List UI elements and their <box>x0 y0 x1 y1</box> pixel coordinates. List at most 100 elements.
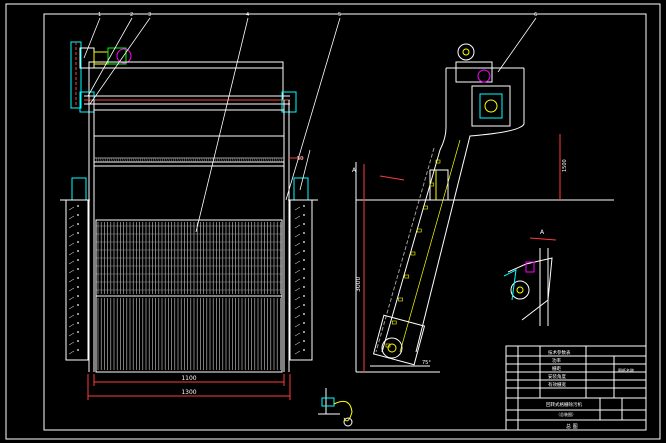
concrete-hatch <box>294 287 301 292</box>
rake-tooth <box>113 157 115 163</box>
rake-tooth <box>260 157 263 163</box>
rake-tooth <box>119 157 122 163</box>
rake-tooth <box>245 157 247 163</box>
concrete-hatch <box>77 313 79 315</box>
rake-tooth <box>256 157 258 163</box>
concrete-hatch <box>77 223 79 225</box>
concrete-hatch <box>77 340 79 342</box>
rake-tooth <box>161 157 164 163</box>
balloon-5: 5 <box>338 12 341 18</box>
rake-tooth <box>139 157 142 163</box>
chain-link <box>423 205 428 210</box>
side-view: 3000 1500 A 75° 6 <box>352 12 614 373</box>
concrete-hatch <box>77 259 79 261</box>
concrete-hatch <box>77 205 79 207</box>
concrete-hatch <box>294 296 301 301</box>
rake-tooth <box>216 157 219 163</box>
concrete-hatch <box>68 350 75 355</box>
rake-tooth <box>97 157 100 163</box>
chain-link <box>398 297 403 302</box>
bar-screen-grating <box>95 157 283 370</box>
rake-tooth <box>225 157 228 163</box>
rake-tooth <box>238 157 241 163</box>
concrete-hatch <box>294 242 301 247</box>
chain-markers <box>385 159 441 348</box>
rake-tooth <box>203 157 206 163</box>
concrete-hatch <box>294 341 301 346</box>
concrete-hatch <box>303 250 305 252</box>
rake-tooth <box>190 157 192 163</box>
concrete-hatch <box>303 223 305 225</box>
rake-tooth <box>126 157 129 163</box>
rake-tooth <box>269 157 272 163</box>
rake-tooth <box>179 157 181 163</box>
rake-tooth <box>102 157 104 163</box>
tb-drawing-title: 回转式格栅除污机 <box>546 401 582 408</box>
rake-tooth <box>183 157 186 163</box>
concrete-hatch <box>303 214 305 216</box>
rake-tooth <box>115 157 118 163</box>
rake-tooth <box>159 157 162 163</box>
rake-tooth <box>247 157 250 163</box>
concrete-hatch <box>303 205 305 207</box>
rake-tooth <box>221 157 223 163</box>
rake-tooth <box>104 157 107 163</box>
tb-row-3: 安装角度 <box>548 373 566 380</box>
concrete-hatch <box>303 295 305 297</box>
rake-tooth <box>232 157 234 163</box>
tb-unit-label: 图纸名称 <box>618 367 634 373</box>
concrete-hatch <box>77 268 79 270</box>
rake-tooth <box>236 157 239 163</box>
rake-tooth <box>201 157 203 163</box>
drive-motor <box>70 41 132 109</box>
rake-tooth <box>249 157 252 163</box>
concrete-hatch <box>68 305 75 310</box>
concrete-hatch <box>77 214 79 216</box>
concrete-hatch <box>303 259 305 261</box>
tb-row-4: 有效栅宽 <box>548 381 566 388</box>
concrete-hatch <box>68 215 75 220</box>
concrete-hatch <box>294 206 301 211</box>
dim-vertical: 3000 <box>355 277 362 292</box>
rake-tooth <box>240 157 243 163</box>
concrete-hatch <box>303 232 305 234</box>
concrete-hatch <box>68 278 75 283</box>
concrete-hatch <box>68 251 75 256</box>
rake-tooth <box>254 157 256 163</box>
concrete-hatch <box>68 332 75 337</box>
concrete-hatch <box>294 215 301 220</box>
concrete-hatch <box>77 331 79 333</box>
tb-row-0: 技术参数表 <box>548 349 571 356</box>
outer-border <box>5 3 661 440</box>
rake-tooth <box>108 157 111 163</box>
chain-link <box>404 274 410 279</box>
title-block: 技术参数表 功率 栅距 安装角度 有效栅宽 图纸名称 回转式格栅除污机 （总装图… <box>505 345 647 431</box>
rake-tooth <box>122 157 124 163</box>
rake-tooth <box>262 157 265 163</box>
concrete-hatch <box>294 251 301 256</box>
rake-tooth <box>163 157 166 163</box>
bottom-dimensions: 1100 1300 <box>87 374 291 400</box>
concrete-hatch <box>68 242 75 247</box>
balloon-2: 2 <box>130 12 133 18</box>
section-mark-a: A <box>352 167 357 174</box>
rake-tooth <box>192 157 195 163</box>
concrete-hatch <box>68 206 75 211</box>
detail-a: A <box>503 229 557 326</box>
inclined-frame-front <box>381 68 447 353</box>
concrete-hatch <box>294 323 301 328</box>
rake-tooth <box>199 157 201 163</box>
concrete-hatch <box>77 277 79 279</box>
concrete-hatch <box>303 241 305 243</box>
dim-angle: 75° <box>422 360 431 366</box>
concrete-hatch <box>294 269 301 274</box>
concrete-hatch <box>68 341 75 346</box>
rake-tooth <box>157 157 159 163</box>
concrete-hatch <box>68 323 75 328</box>
rake-tooth <box>170 157 173 163</box>
concrete-hatch <box>77 241 79 243</box>
rake-tooth <box>188 157 190 163</box>
rake-tooth <box>210 157 212 163</box>
rake-tooth <box>227 157 230 163</box>
